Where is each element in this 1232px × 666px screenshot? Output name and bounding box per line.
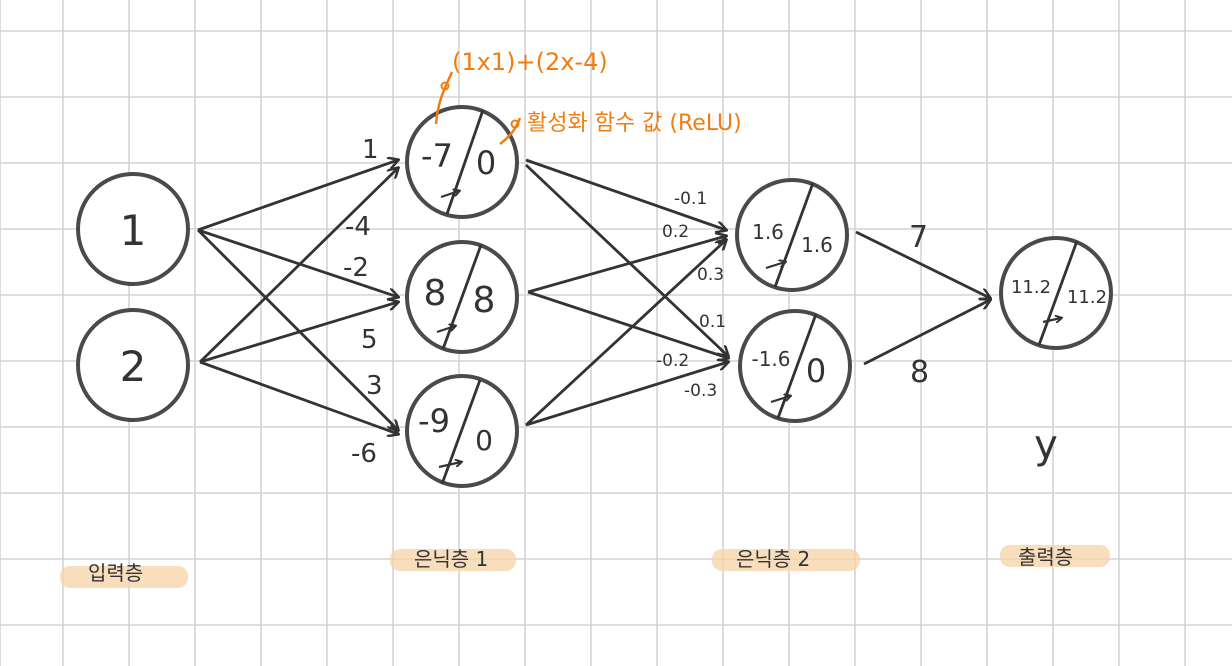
activation-arrow xyxy=(765,262,785,270)
node-hidden2-a-pre: 1.6 xyxy=(752,220,784,244)
activation-arrow xyxy=(438,462,461,469)
activation-annotation: 활성화 함수 값 (ReLU) xyxy=(527,111,742,136)
node-output xyxy=(999,236,1113,350)
formula-pointer-dot xyxy=(440,81,450,91)
node-divider xyxy=(1037,240,1079,346)
activation-arrow xyxy=(436,326,455,334)
edge-h1c-h2a xyxy=(525,240,726,427)
edge-h1a-h2b xyxy=(525,163,728,356)
activation-arrow xyxy=(770,396,790,404)
edge-h1a-h2a xyxy=(525,158,726,230)
activation-arrow xyxy=(440,191,459,199)
node-hidden1-a-post: 0 xyxy=(476,144,496,182)
weight-label: -4 xyxy=(345,212,371,242)
node-output-post: 11.2 xyxy=(1067,287,1107,308)
node-input-1 xyxy=(76,172,190,286)
node-hidden1-b-post: 8 xyxy=(473,280,496,321)
weight-label: -0.2 xyxy=(656,351,689,371)
weight-label: 0.3 xyxy=(697,265,724,285)
activation-arrow xyxy=(1042,318,1061,322)
activation-pointer-dot xyxy=(510,119,520,129)
weight-label: 5 xyxy=(361,325,378,355)
edge-h1b-h2b xyxy=(527,290,728,358)
highlight xyxy=(712,549,860,571)
layer-label-hidden2: 은닉층 2 xyxy=(736,547,810,571)
weight-label: 0.2 xyxy=(662,222,689,242)
node-divider xyxy=(773,182,815,288)
edge-h1c-h2b xyxy=(525,362,728,427)
layer-label-input: 입력층 xyxy=(88,561,143,585)
node-hidden1-a-pre: -7 xyxy=(421,137,453,175)
node-hidden2-b-post: 0 xyxy=(806,352,826,390)
node-input-1-value: 1 xyxy=(120,206,147,255)
edge-in1-h1c xyxy=(197,229,398,430)
edge-h1b-h2a xyxy=(527,236,726,294)
node-hidden1-a xyxy=(405,105,519,219)
weight-label: 0.1 xyxy=(699,312,726,332)
weight-label: 7 xyxy=(909,220,928,255)
formula-pointer xyxy=(434,71,454,125)
node-hidden1-c-pre: -9 xyxy=(418,402,450,440)
weight-label: -0.3 xyxy=(684,381,717,401)
edge-in2-h1b xyxy=(199,302,398,364)
edge-in2-h1c xyxy=(199,360,398,434)
layer-label-hidden1: 은닉층 1 xyxy=(414,547,488,571)
node-divider xyxy=(440,379,482,485)
node-hidden2-a-post: 1.6 xyxy=(801,233,833,257)
node-hidden2-a xyxy=(735,178,849,292)
output-symbol: y xyxy=(1034,422,1058,468)
weight-label: 8 xyxy=(910,355,929,390)
edge-h2a-out xyxy=(855,230,990,298)
node-hidden2-b-pre: -1.6 xyxy=(751,347,790,371)
node-input-2-value: 2 xyxy=(120,342,147,391)
edge-in2-h1a xyxy=(199,168,398,363)
formula-annotation: (1x1)+(2x-4) xyxy=(452,48,608,76)
edge-in1-h1a xyxy=(197,160,398,232)
node-input-2 xyxy=(76,308,190,422)
weight-label: -0.1 xyxy=(674,189,707,209)
weight-label: -2 xyxy=(343,253,369,283)
weight-label: 1 xyxy=(362,135,379,165)
edge-h2b-out xyxy=(863,300,990,366)
node-hidden1-c-post: 0 xyxy=(475,424,493,457)
weight-label: 3 xyxy=(366,371,383,401)
highlight xyxy=(390,549,516,571)
weight-label: -6 xyxy=(351,439,377,469)
activation-pointer xyxy=(499,117,522,145)
layer-label-output: 출력층 xyxy=(1018,545,1073,569)
edge-in1-h1b xyxy=(197,228,398,297)
node-hidden2-b xyxy=(738,309,852,423)
highlight xyxy=(60,566,188,588)
node-output-pre: 11.2 xyxy=(1011,277,1051,298)
node-hidden1-b-pre: 8 xyxy=(424,273,447,314)
highlight xyxy=(1000,545,1110,567)
